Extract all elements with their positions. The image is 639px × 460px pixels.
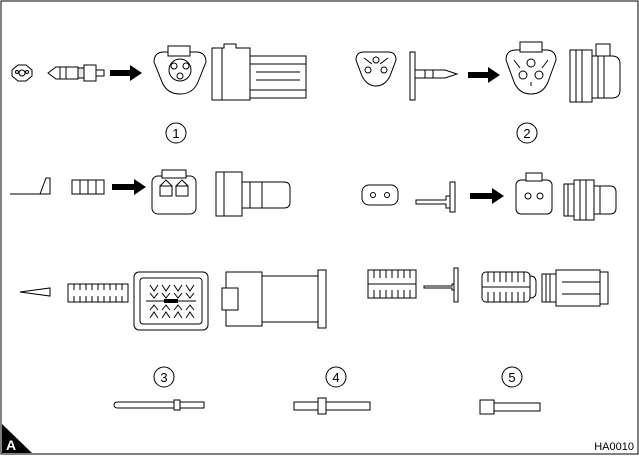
connector-4-end-view bbox=[481, 271, 537, 303]
callout-1: 1 bbox=[165, 122, 187, 144]
connector-2pin-b-end-view bbox=[515, 172, 553, 215]
corner-badge: A bbox=[2, 424, 32, 453]
connector-group-4: 4 bbox=[293, 366, 371, 415]
terminal-pin-4-icon bbox=[293, 397, 371, 415]
connector-group-1: 1 bbox=[11, 43, 307, 144]
connector-3-end-view bbox=[133, 271, 209, 331]
terminal-4-icon bbox=[423, 267, 459, 303]
callout-3-label: 3 bbox=[160, 370, 167, 385]
terminal-3-icon bbox=[415, 181, 456, 213]
connector-group-2: 2 bbox=[355, 41, 621, 144]
callout-2: 2 bbox=[516, 122, 538, 144]
seal-round-2pin-icon bbox=[361, 184, 399, 206]
connector-2-end-view bbox=[505, 41, 557, 95]
connector-4-side-view bbox=[541, 269, 609, 307]
connector-group-5: 5 bbox=[479, 366, 541, 415]
pin-tool-icon bbox=[19, 287, 51, 297]
connector-1-end-view bbox=[153, 45, 207, 95]
wedge-lock-icon bbox=[10, 177, 51, 195]
corner-letter: A bbox=[6, 437, 16, 453]
seal-2-icon bbox=[355, 51, 397, 87]
connector-2-side-view bbox=[569, 43, 621, 103]
callout-2-label: 2 bbox=[523, 126, 530, 141]
callout-1-label: 1 bbox=[172, 126, 179, 141]
terminal-pin-5-icon bbox=[479, 399, 541, 415]
callout-5-label: 5 bbox=[508, 370, 515, 385]
arrow-1-icon bbox=[110, 65, 142, 81]
arrow-3-icon bbox=[112, 179, 146, 195]
terminal-1-icon bbox=[47, 64, 105, 82]
connector-group-row2-left bbox=[10, 169, 291, 217]
callout-5: 5 bbox=[501, 366, 523, 388]
seal-1-icon bbox=[11, 64, 33, 82]
connector-2pin-b-side-view bbox=[563, 179, 617, 221]
terminal-holder-icon bbox=[71, 179, 105, 195]
connector-2pin-side-view bbox=[215, 171, 291, 217]
lock-strip-2-icon bbox=[367, 269, 417, 299]
callout-3: 3 bbox=[153, 366, 175, 388]
connector-group-row3-right bbox=[367, 267, 609, 307]
connector-3-side-view bbox=[221, 269, 327, 329]
connector-group-3: 3 bbox=[19, 269, 327, 411]
lock-strip-icon bbox=[67, 283, 129, 303]
callout-4: 4 bbox=[325, 366, 347, 388]
arrow-4-icon bbox=[470, 188, 504, 204]
terminal-pin-3-icon bbox=[113, 399, 205, 411]
connector-group-row2-right bbox=[361, 172, 617, 221]
terminal-2-icon bbox=[409, 51, 459, 101]
callout-4-label: 4 bbox=[332, 370, 339, 385]
figure-code: HA0010 bbox=[594, 441, 634, 453]
connector-1-side-view bbox=[211, 43, 307, 101]
arrow-2-icon bbox=[468, 67, 500, 83]
connector-2pin-end-view bbox=[151, 169, 197, 215]
